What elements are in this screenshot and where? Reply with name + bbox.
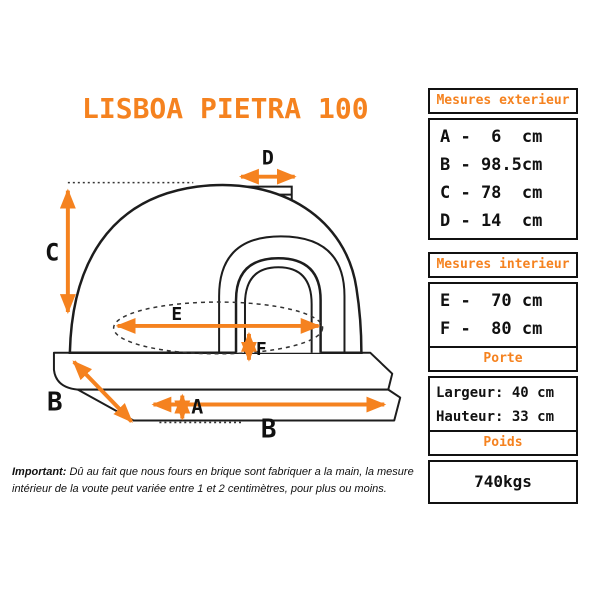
- important-note: Important: Dû au fait que nous fours en …: [12, 464, 444, 498]
- measure-row: A - 6 cm: [440, 127, 543, 147]
- dim-label-e: E: [171, 304, 182, 325]
- panel-poids: Poids 740kgs: [428, 430, 578, 504]
- note-text: Dû au fait que nous fours en brique sont…: [12, 466, 414, 496]
- front-face-arch: [218, 235, 346, 353]
- oven-drawing: C B A B D E F: [45, 147, 402, 444]
- measure-row: F - 80 cm: [440, 319, 543, 339]
- dimension-arrow-b-side: [72, 360, 133, 423]
- measure-row: B - 98.5cm: [440, 155, 543, 175]
- panel-header-porte: Porte: [428, 346, 578, 372]
- dim-label-b-side: B: [47, 388, 63, 418]
- measure-row: 740kgs: [474, 472, 532, 491]
- panel-header-exterieur: Mesures exterieur: [428, 88, 578, 114]
- note-prefix: Important:: [12, 466, 67, 478]
- oven-base-slab: [52, 351, 394, 391]
- page-title: LISBOA PIETRA 100: [82, 92, 369, 125]
- interior-floor-ellipse: [112, 301, 324, 355]
- oven-diagram: C B A B D E F: [42, 147, 440, 478]
- measure-row: Largeur: 40 cm: [436, 385, 555, 401]
- panel-body-interieur: E - 70 cm F - 80 cm: [428, 282, 578, 348]
- measure-row: E - 70 cm: [440, 291, 543, 311]
- dim-label-d: D: [262, 148, 274, 170]
- dim-label-b-bottom: B: [261, 414, 277, 444]
- panel-header-poids: Poids: [428, 430, 578, 456]
- panel-body-porte: Largeur: 40 cm Hauteur: 33 cm: [428, 376, 578, 434]
- door-inner-arch: [243, 266, 313, 353]
- measure-row: C - 78 cm: [440, 183, 543, 203]
- measure-row: Hauteur: 33 cm: [436, 409, 555, 425]
- panel-porte: Porte Largeur: 40 cm Hauteur: 33 cm: [428, 346, 578, 434]
- panel-body-poids: 740kgs: [428, 460, 578, 504]
- measure-row: D - 14 cm: [440, 211, 543, 231]
- panel-header-interieur: Mesures interieur: [428, 252, 578, 278]
- dim-label-c: C: [45, 238, 59, 266]
- panel-mesures-exterieur: Mesures exterieur A - 6 cm B - 98.5cm C …: [428, 88, 578, 240]
- dim-label-a: A: [191, 395, 203, 418]
- panel-mesures-interieur: Mesures interieur E - 70 cm F - 80 cm: [428, 252, 578, 348]
- panel-body-exterieur: A - 6 cm B - 98.5cm C - 78 cm D - 14 cm: [428, 118, 578, 240]
- dim-label-f: F: [256, 339, 267, 360]
